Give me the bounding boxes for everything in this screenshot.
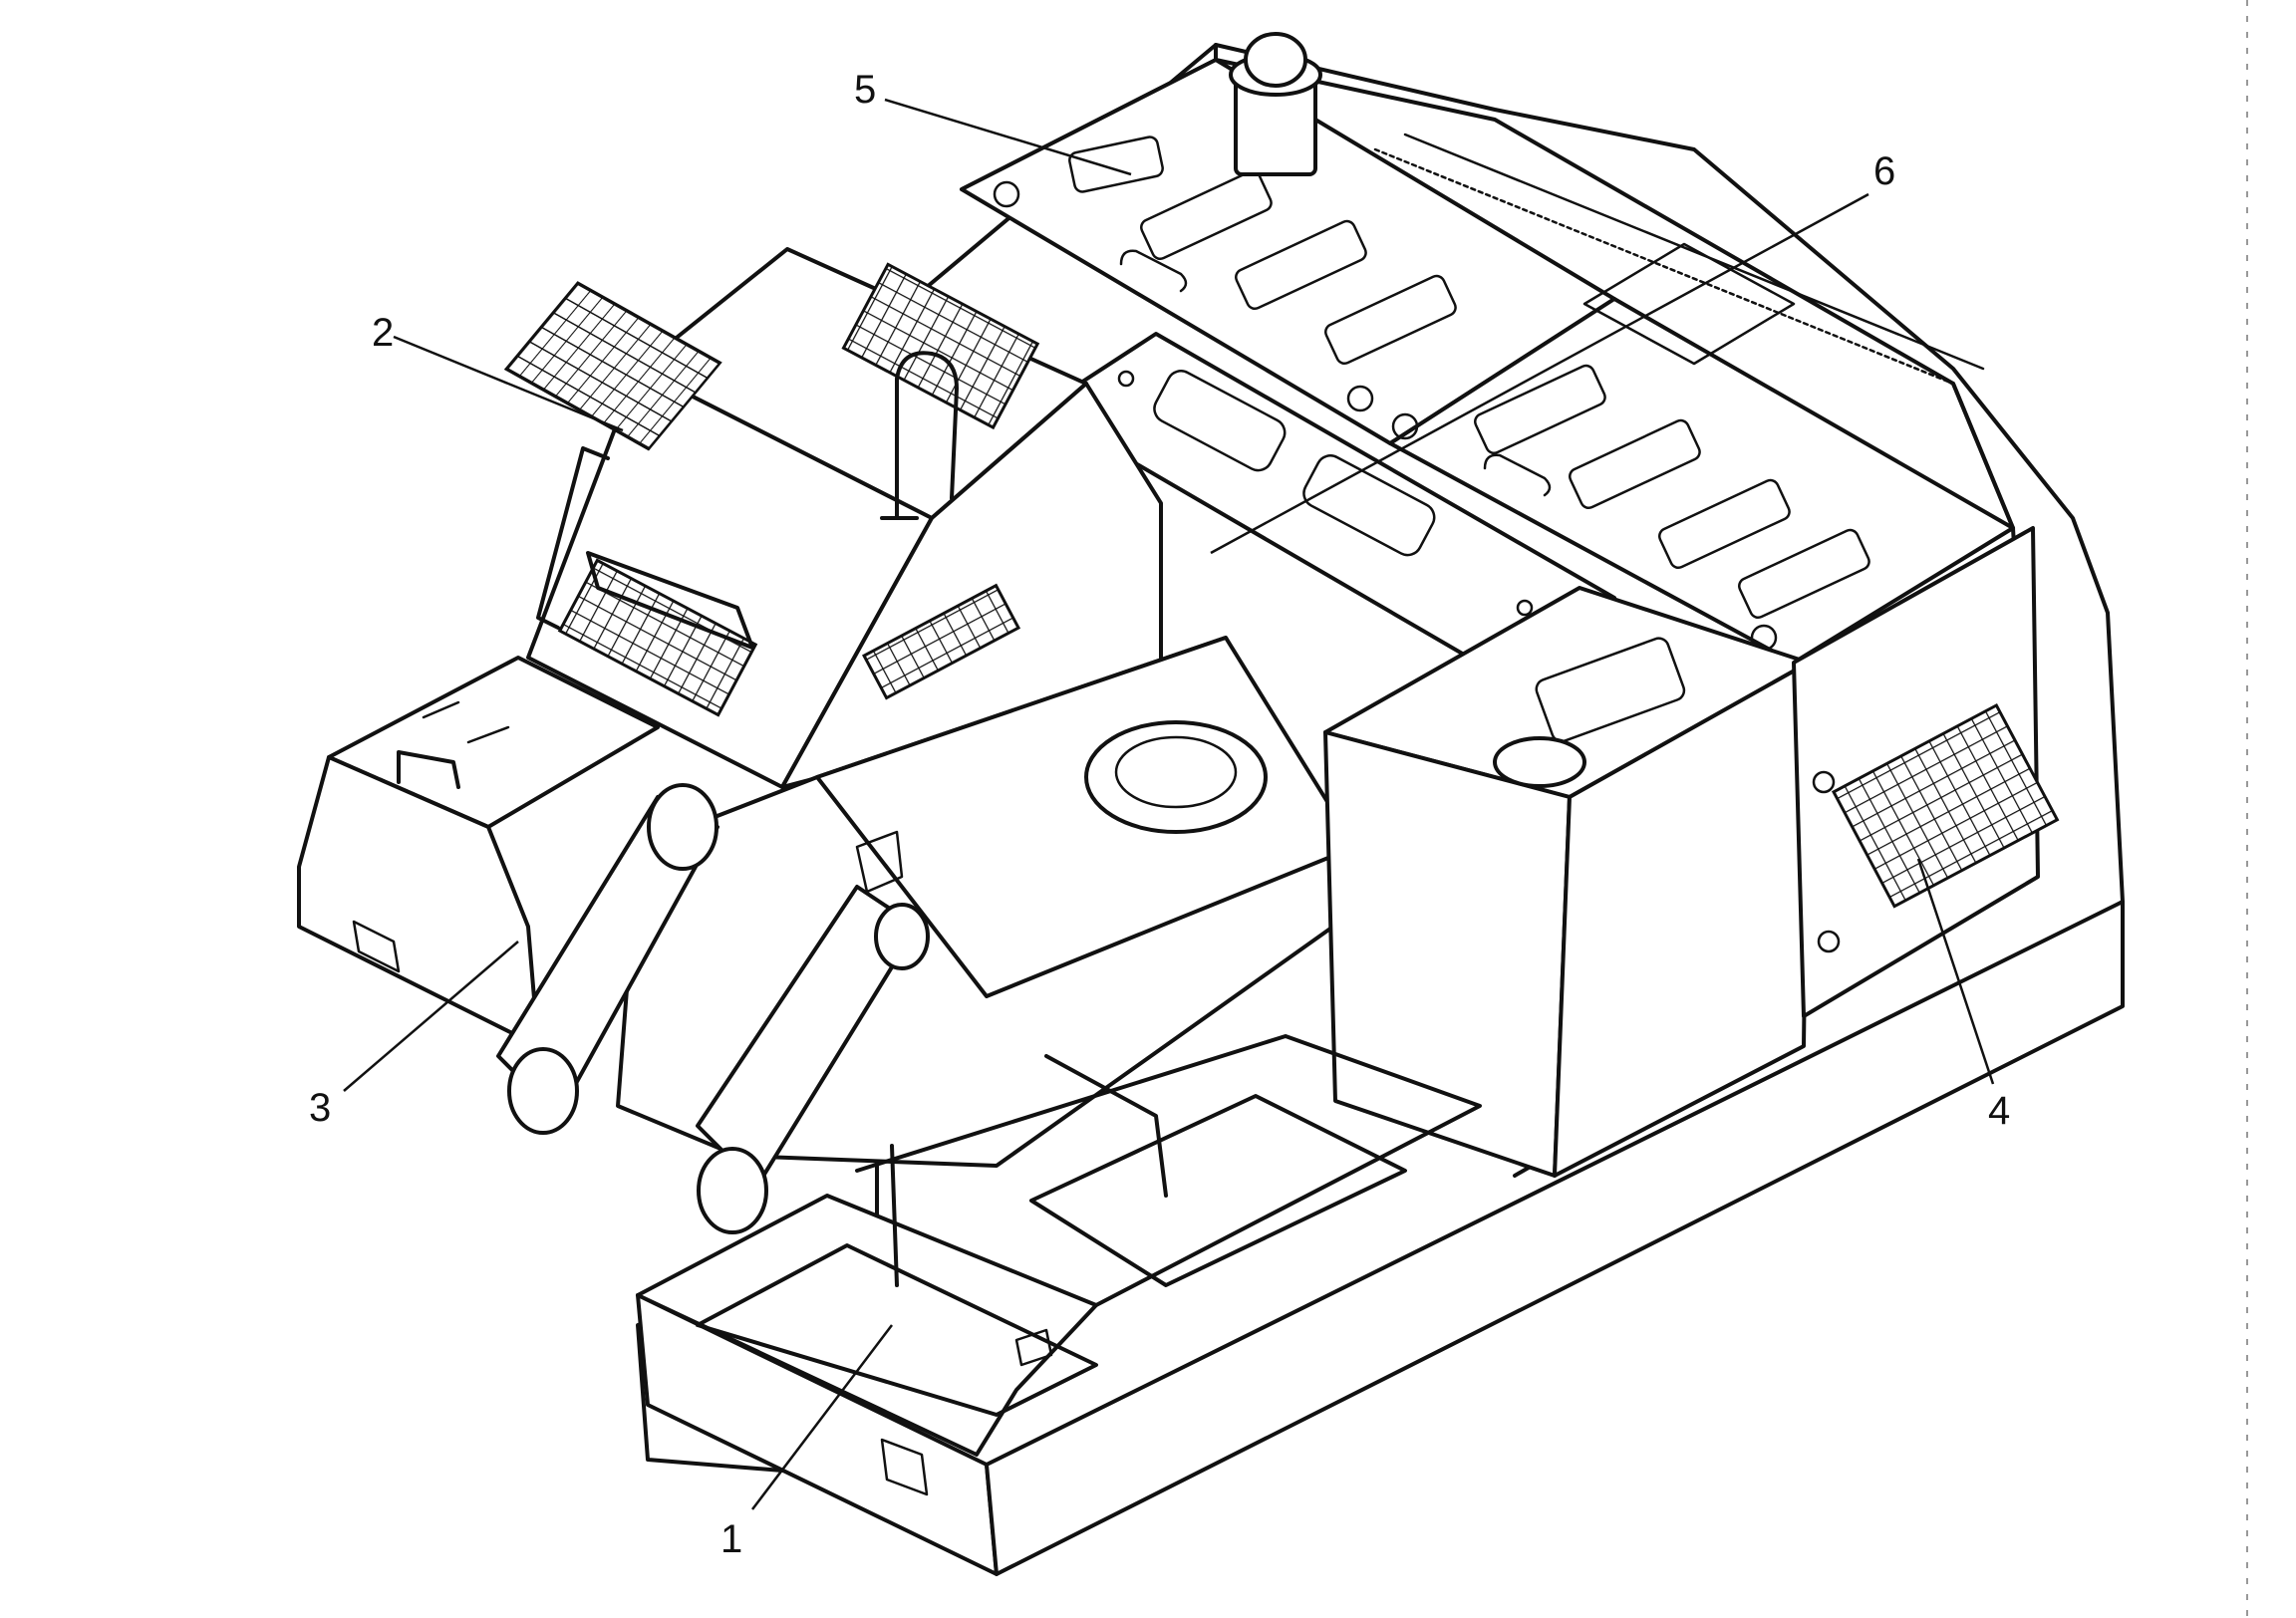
side-door-grille [1792,526,2060,1018]
tool-box-cabinet [503,247,1163,789]
leader-2 [393,335,624,432]
callout-leaders [343,98,1995,1510]
callout-3: 3 [309,1086,331,1130]
leader-5 [884,98,1132,176]
leader-6 [1210,192,1869,555]
leader-4 [1916,858,1995,1085]
front-tray [636,900,2125,1576]
hydraulic-tank [1323,586,1811,1178]
callout-2: 2 [372,311,394,355]
callout-1: 1 [720,1517,742,1561]
engine-hood-cover [960,58,2015,665]
leader-1 [751,1324,893,1510]
callout-5: 5 [854,68,876,112]
boom-foot-frame [496,636,1377,1234]
callout-4: 4 [1988,1089,2010,1133]
exhaust-stack [1229,32,1322,176]
leader-3 [343,941,519,1092]
callout-labels: 1 2 3 4 5 6 [309,68,2010,1561]
front-step-box [297,656,660,1048]
callout-6: 6 [1873,149,1895,193]
